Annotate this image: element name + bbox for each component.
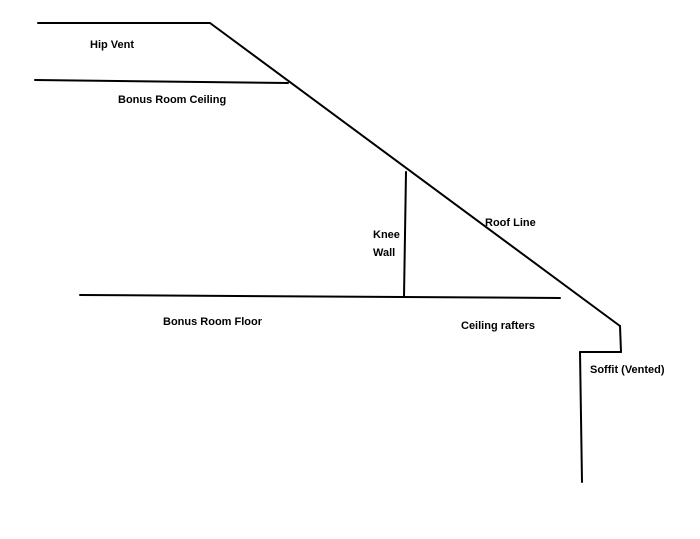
- bonus-room-floor-label: Bonus Room Floor: [163, 316, 263, 328]
- bonus-room-ceiling-line: [34, 79, 289, 84]
- knee-wall-label-line2: Wall: [373, 247, 395, 259]
- roof-line: [209, 22, 621, 327]
- hip-vent-label: Hip Vent: [90, 39, 134, 51]
- knee-wall-label-line1: Knee: [373, 229, 400, 241]
- ceiling-rafters-label: Ceiling rafters: [461, 320, 535, 332]
- roof-line-label: Roof Line: [485, 217, 536, 229]
- bonus-room-floor-line: [79, 294, 561, 299]
- fascia-line: [619, 325, 622, 353]
- exterior-wall-line: [579, 351, 583, 483]
- soffit-label: Soffit (Vented): [590, 364, 665, 376]
- bonus-room-ceiling-label: Bonus Room Ceiling: [118, 94, 226, 106]
- knee-wall-line: [403, 171, 407, 298]
